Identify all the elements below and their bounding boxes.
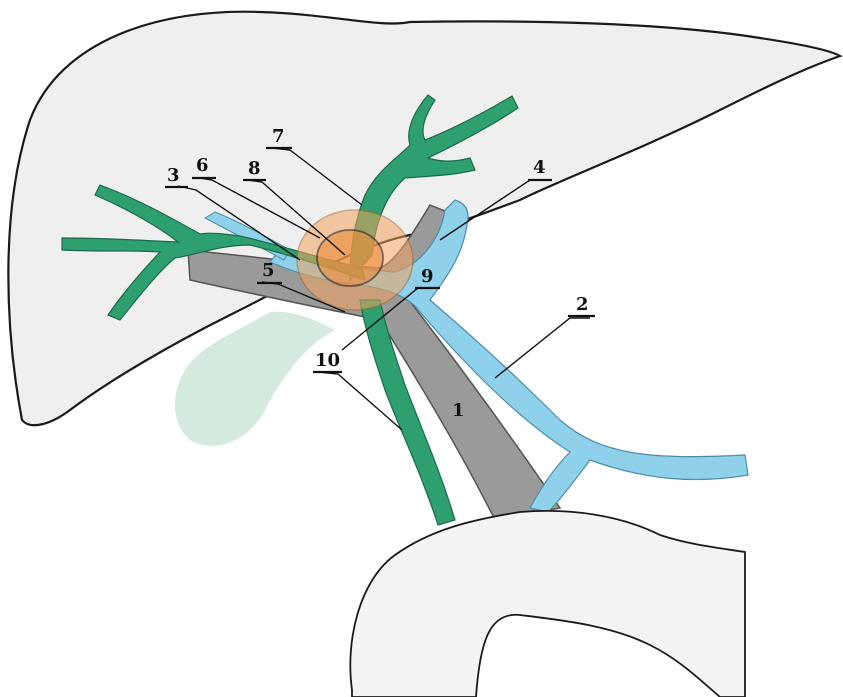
leader-2 <box>495 318 590 378</box>
label-9: 9 <box>421 266 434 287</box>
label-6: 6 <box>196 155 209 176</box>
label-10: 10 <box>315 350 340 371</box>
label-2: 2 <box>576 294 589 315</box>
label-1: 1 <box>452 400 465 421</box>
label-4: 4 <box>533 157 546 178</box>
duodenum <box>350 511 745 697</box>
label-7: 7 <box>272 126 285 147</box>
label-8: 8 <box>248 158 261 179</box>
label-3: 3 <box>167 165 180 186</box>
label-5: 5 <box>262 260 275 281</box>
